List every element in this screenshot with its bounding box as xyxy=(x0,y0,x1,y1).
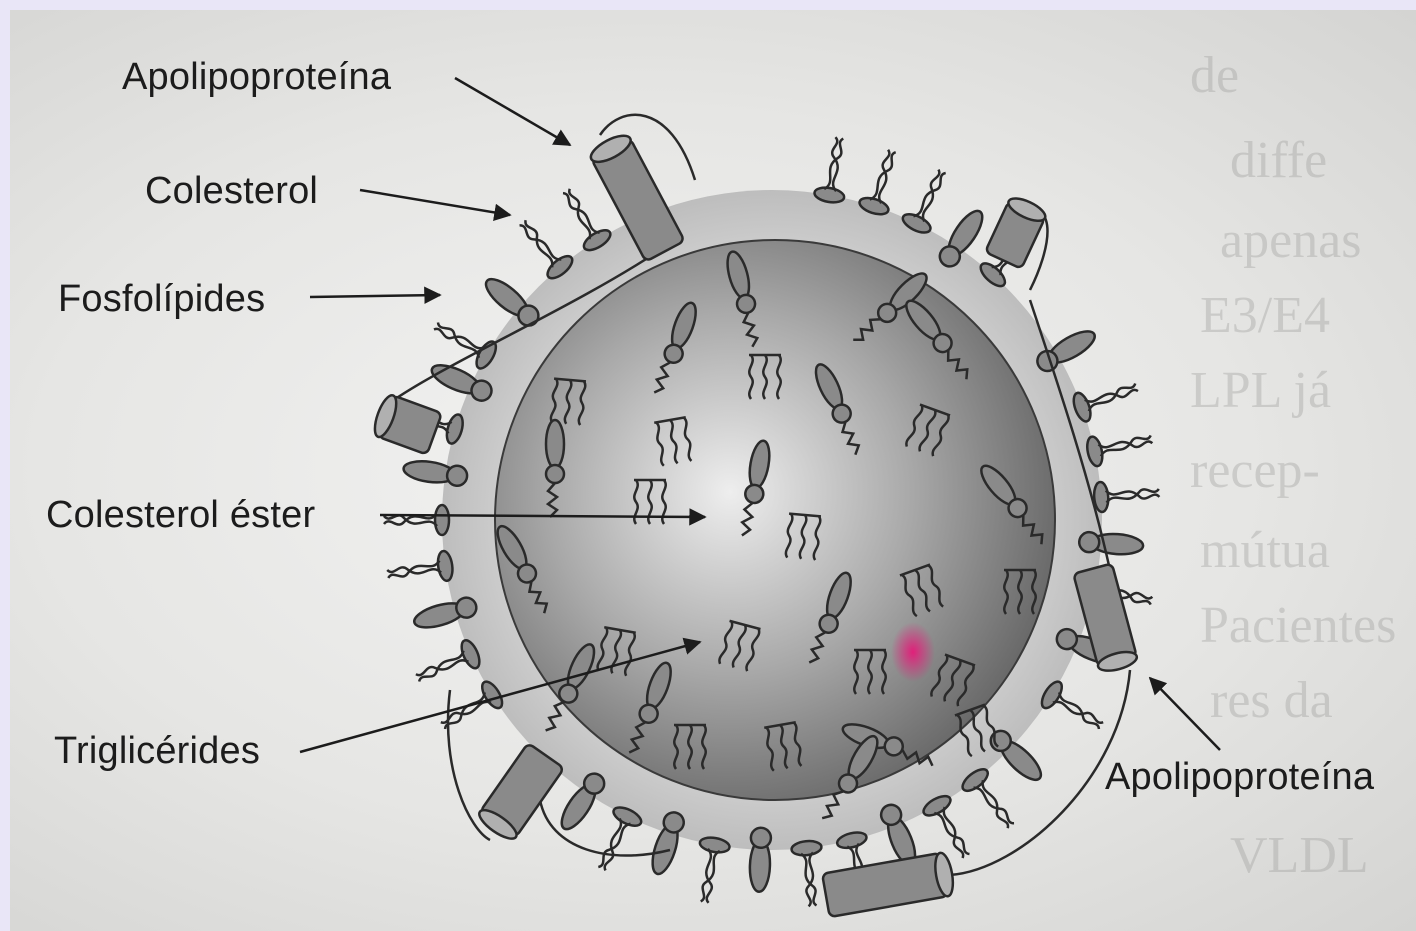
arrow-cholesterol xyxy=(360,190,510,215)
phospholipid xyxy=(959,765,1023,835)
phospholipid xyxy=(588,804,643,876)
phospholipid xyxy=(813,135,854,204)
phospholipid xyxy=(1093,478,1160,512)
phospholipid xyxy=(386,550,455,589)
phospholipid xyxy=(384,505,449,535)
phospholipid xyxy=(435,678,506,738)
highlight-mark xyxy=(891,622,935,682)
label-apolipoprotein-right: Apolipoproteína xyxy=(1105,758,1374,796)
phospholipid xyxy=(900,165,955,237)
phospholipid xyxy=(1038,678,1109,738)
phospholipid xyxy=(690,835,731,904)
phospholipid xyxy=(428,313,499,371)
lipid-core xyxy=(495,240,1055,800)
phospholipid xyxy=(1085,425,1155,468)
label-apolipoprotein-top: Apolipoproteína xyxy=(122,58,391,96)
label-phospholipids: Fosfolípides xyxy=(58,280,265,318)
label-cholesterol-ester: Colesterol éster xyxy=(46,496,315,534)
diagram-photo: de diffe apenas E3/E4 LPL já recep- mútu… xyxy=(10,10,1416,931)
phospholipid xyxy=(411,638,483,692)
arrow-phospholipids xyxy=(310,295,440,297)
label-cholesterol: Colesterol xyxy=(145,172,318,210)
phospholipid xyxy=(1070,373,1141,423)
phospholipid xyxy=(921,792,979,863)
phospholipid xyxy=(791,840,828,908)
arrow-apolipoprotein-top xyxy=(455,78,570,145)
arrow-apolipoprotein-right xyxy=(1150,678,1220,750)
phospholipid xyxy=(511,213,576,282)
cholesterol-molecule xyxy=(749,827,771,892)
cholesterol-molecule xyxy=(1079,532,1144,556)
label-triglycerides: Triglicérides xyxy=(54,732,260,770)
phospholipid xyxy=(858,146,907,217)
phospholipid xyxy=(554,183,614,254)
